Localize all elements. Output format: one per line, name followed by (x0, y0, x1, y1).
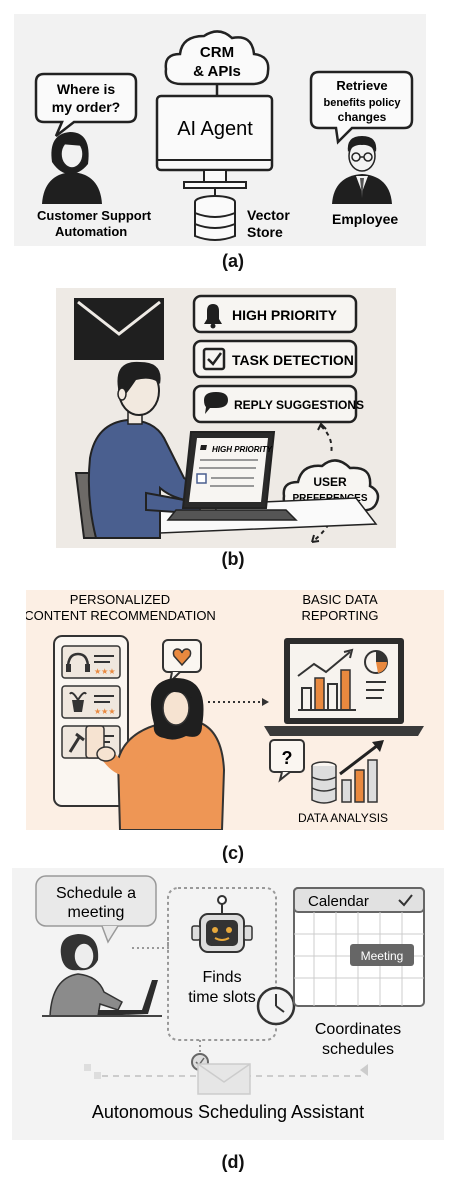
database-icon (311, 761, 337, 804)
left-label-line1: Customer Support (37, 208, 152, 223)
caption-b: (b) (221, 549, 245, 569)
man-icon (332, 136, 392, 204)
left-title-line2: CONTENT RECOMMENDATION (26, 608, 216, 623)
caption-a: (a) (222, 251, 244, 271)
checkbox-icon (202, 347, 226, 371)
woman-icon (85, 678, 226, 830)
right-bubble-line3: changes (338, 110, 387, 124)
plant-icon (72, 700, 84, 712)
laptop-icon: HIGH PRIORITY (166, 431, 298, 521)
robot-label-line2: time slots (188, 989, 256, 1006)
calendar-title: Calendar (308, 893, 369, 910)
cloud-icon: CRM & APIs (164, 30, 270, 86)
bell-icon (204, 304, 222, 324)
meeting-label: Meeting (361, 949, 404, 963)
right-bubble-line1: Retrieve (336, 78, 387, 93)
robot-label-line1: Finds (202, 969, 241, 986)
rating-2: ★★★ (94, 707, 116, 716)
coord-label-line1: Coordinates (315, 1021, 401, 1038)
panel-d-illustration: Schedule a meeting Finds time slots (35, 875, 425, 1122)
panel-c: PERSONALIZED CONTENT RECOMMENDATION BASI… (26, 590, 444, 830)
tag1-label: HIGH PRIORITY (232, 307, 338, 323)
panel-a-illustration: CRM & APIs AI Agent Vector Store Where i… (34, 30, 414, 241)
monitor-icon: AI Agent (155, 94, 274, 189)
rating-1: ★★★ (94, 667, 116, 676)
reply-suggestions-tag: REPLY SUGGESTIONS (192, 384, 364, 424)
envelope-icon (197, 1063, 251, 1095)
bubble-line1: Schedule a (56, 885, 136, 902)
chat-icon (204, 392, 228, 414)
screen-label: HIGH PRIORITY (212, 445, 273, 454)
phone-icon: ★★★ ★★★ ★★★ (53, 635, 129, 807)
trowel-icon (68, 732, 85, 753)
cloud-label-line1: USER (313, 475, 347, 489)
left-bubble-line2: my order? (52, 99, 120, 115)
bottom-label: DATA ANALYSIS (298, 811, 388, 825)
db-label-line1: Vector (247, 207, 290, 223)
caption-c: (c) (222, 843, 244, 863)
headphones-icon (66, 652, 90, 669)
check-icon (398, 894, 413, 907)
speech-bubble-icon: Schedule a meeting (35, 875, 157, 944)
woman-icon (42, 934, 162, 1017)
bubble-line2: meeting (68, 904, 125, 921)
bell-icon-small (200, 445, 207, 450)
high-priority-tag: HIGH PRIORITY (192, 294, 358, 334)
db-label-line2: Store (247, 224, 283, 240)
database-icon (194, 195, 236, 241)
tag2-label: TASK DETECTION (232, 352, 354, 368)
right-bubble-line2: benefits policy (323, 97, 401, 109)
panel-a: CRM & APIs AI Agent Vector Store Where i… (14, 14, 426, 246)
clock-icon (256, 986, 296, 1026)
cloud-label-line1: CRM (200, 44, 234, 61)
panel-d-title: Autonomous Scheduling Assistant (92, 1102, 364, 1122)
panel-b: HIGH PRIORITY TASK DETECTION REPLY SUGGE… (56, 288, 396, 548)
task-detection-tag: TASK DETECTION (192, 339, 358, 379)
panel-b-illustration: HIGH PRIORITY TASK DETECTION REPLY SUGGE… (74, 294, 380, 543)
calendar-icon: Calendar Meeting (293, 887, 425, 1007)
left-label-line2: Automation (55, 224, 127, 239)
heart-bubble-icon (162, 639, 202, 686)
speech-bubble-icon: Where is my order? (34, 72, 138, 137)
coord-label-line2: schedules (322, 1041, 394, 1058)
cloud-label-line2: & APIs (193, 63, 241, 80)
robot-icon (191, 895, 253, 953)
right-label: Employee (332, 211, 398, 227)
caption-d: (d) (221, 1152, 245, 1172)
envelope-icon (74, 298, 164, 360)
laptop-icon (264, 638, 424, 736)
speech-bubble-icon-right: Retrieve benefits policy changes (309, 70, 414, 145)
heart-icon (172, 648, 192, 667)
right-title-line1: BASIC DATA (302, 592, 378, 607)
monitor-label: AI Agent (177, 118, 253, 140)
left-bubble-line1: Where is (57, 81, 116, 97)
panel-d: Schedule a meeting Finds time slots (12, 868, 444, 1140)
panel-c-illustration: PERSONALIZED CONTENT RECOMMENDATION BASI… (26, 592, 424, 830)
woman-icon (42, 132, 102, 204)
question-bubble-icon: ? (269, 739, 305, 783)
right-title-line2: REPORTING (301, 608, 378, 623)
question-mark: ? (282, 748, 293, 768)
tag3-label: REPLY SUGGESTIONS (234, 398, 364, 412)
left-title-line1: PERSONALIZED (70, 592, 170, 607)
